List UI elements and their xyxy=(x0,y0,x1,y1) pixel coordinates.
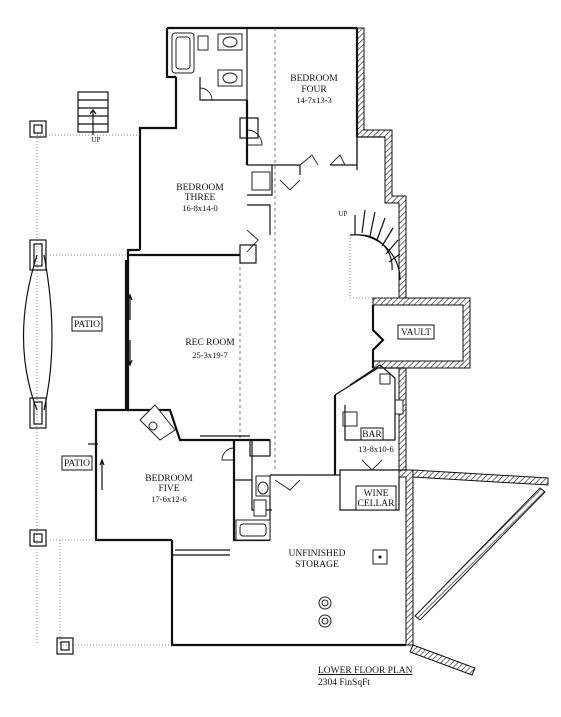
doors xyxy=(88,87,383,551)
plan-caption: LOWER FLOOR PLAN 2304 FinSqFt xyxy=(318,665,412,689)
spiral-stair-up-label: UP xyxy=(339,210,348,218)
spiral-stair xyxy=(349,209,401,299)
vault-label: VAULT xyxy=(397,324,435,340)
bedroom-four-name-1: BEDROOM xyxy=(290,74,338,84)
bar-name: BAR xyxy=(362,430,382,440)
storage-name-1: UNFINISHED xyxy=(289,549,346,559)
bedroom-five-name-1: BEDROOM xyxy=(145,474,193,484)
rec-room-dims: 25-3x19-7 xyxy=(192,350,227,360)
wine-cellar-label: WINE CELLAR xyxy=(355,485,397,511)
bedroom-four-dims: 14-7x13-3 xyxy=(296,95,331,105)
bar-dims: 13-8x10-6 xyxy=(358,444,393,454)
bedroom-five-name-2: FIVE xyxy=(158,484,179,494)
unfinished-storage-label: UNFINISHED STORAGE xyxy=(289,549,346,570)
rec-room-name: REC ROOM xyxy=(185,338,235,348)
bedroom-three-name-2: THREE xyxy=(185,193,216,203)
room-labels: BEDROOM FOUR 14-7x13-3 BEDROOM THREE 16-… xyxy=(61,74,435,570)
plan-area: 2304 FinSqFt xyxy=(318,678,371,688)
bedroom-four-label: BEDROOM FOUR 14-7x13-3 xyxy=(290,74,338,105)
exterior-stair-up-label: UP xyxy=(92,136,101,144)
patio-arcs xyxy=(22,254,53,411)
bedroom-five-dims: 17-6x12-6 xyxy=(151,494,186,504)
bar-label: BAR 13-8x10-6 xyxy=(358,427,394,454)
storage-name-2: STORAGE xyxy=(295,560,339,570)
fixtures xyxy=(139,32,404,628)
bedroom-three-name-1: BEDROOM xyxy=(176,183,224,193)
exterior-stair xyxy=(77,91,109,135)
bedroom-three-label: BEDROOM THREE 16-8x14-0 xyxy=(176,183,224,213)
patio-upper-label: PATIO xyxy=(71,316,103,332)
vault-name: VAULT xyxy=(401,328,431,338)
wine-cellar-name-2: CELLAR xyxy=(358,499,396,509)
plan-title: LOWER FLOOR PLAN xyxy=(318,666,413,676)
patio-lower-label: PATIO xyxy=(61,455,93,471)
wine-cellar-name-1: WINE xyxy=(364,489,389,499)
beam-lines xyxy=(36,28,276,646)
patio-lower-name: PATIO xyxy=(64,459,90,469)
bedroom-four-name-2: FOUR xyxy=(301,85,327,95)
bedroom-three-dims: 16-8x14-0 xyxy=(182,203,217,213)
bedroom-five-label: BEDROOM FIVE 17-6x12-6 xyxy=(145,474,193,504)
patio-upper-name: PATIO xyxy=(74,320,100,330)
rec-room-label: REC ROOM 25-3x19-7 xyxy=(185,338,235,360)
foundation-walls xyxy=(356,27,549,676)
columns xyxy=(29,120,74,655)
